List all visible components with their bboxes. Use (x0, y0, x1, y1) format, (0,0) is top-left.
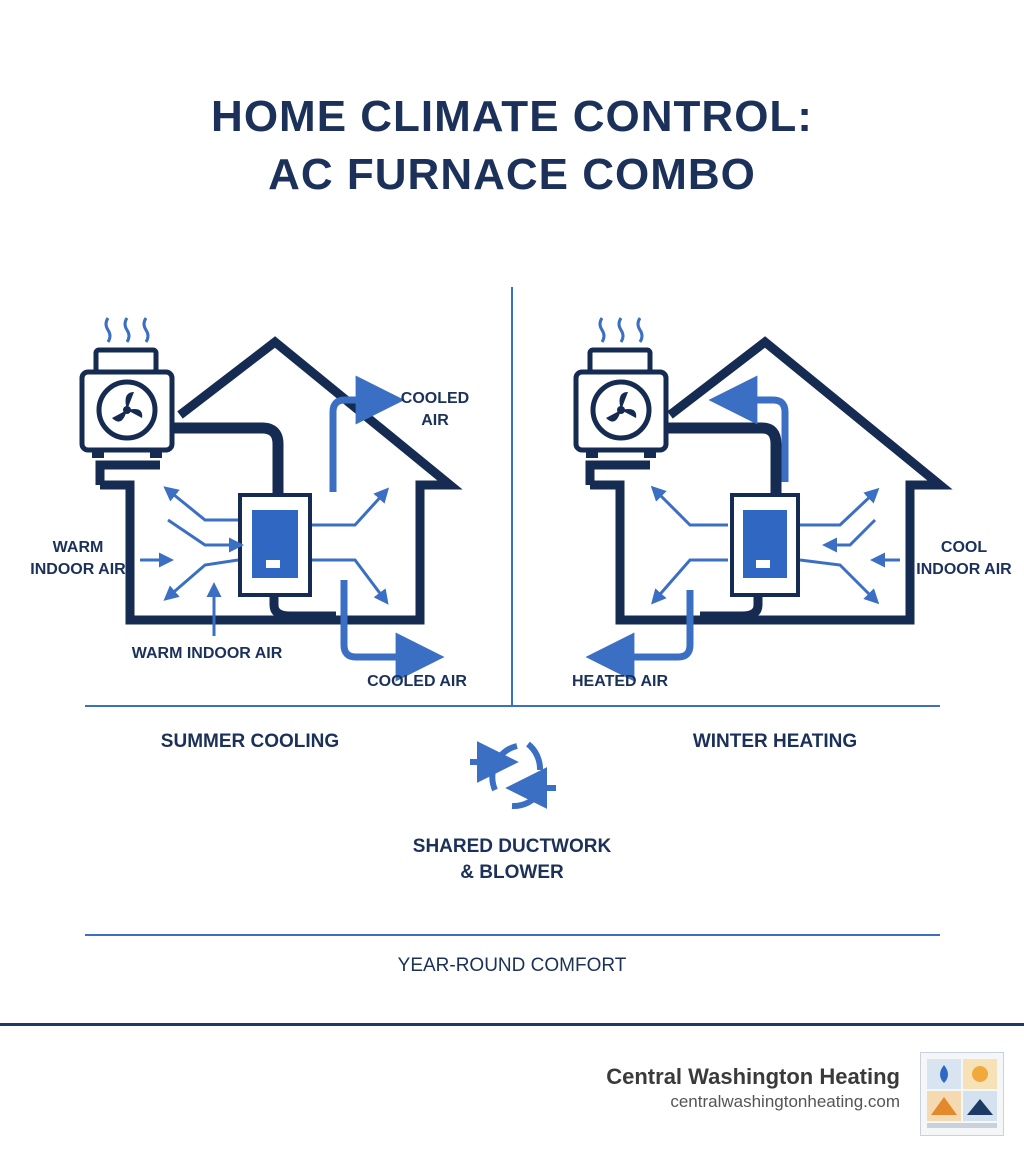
right-outdoor-unit (573, 317, 669, 458)
label-heated-air: HEATED AIR (572, 673, 668, 690)
left-airflow-arrows (140, 486, 390, 636)
title-line-2: AC FURNACE COMBO (268, 150, 756, 199)
brand-url[interactable]: centralwashingtonheating.com (670, 1092, 900, 1111)
label-year-round-comfort: YEAR-ROUND COMFORT (397, 955, 627, 976)
shared-ductwork-icon (470, 741, 556, 810)
right-heated-air-ducts (585, 375, 789, 682)
label-cooled-air-top: COOLED AIR (400, 390, 470, 429)
left-refrigerant-line (172, 422, 284, 495)
right-airflow-arrows (650, 485, 900, 605)
company-logo (920, 1052, 1004, 1136)
page-title: HOME CLIMATE CONTROL: AC FURNACE COMBO (0, 88, 1024, 204)
brand-name: Central Washington Heating (606, 1064, 900, 1089)
left-furnace (238, 493, 312, 597)
label-warm-indoor-air-bottom: WARM INDOOR AIR (131, 645, 283, 662)
logo-graphic (927, 1059, 997, 1128)
left-cooled-air-ducts (329, 375, 445, 682)
section-summer-cooling: SUMMER COOLING (160, 731, 340, 752)
label-cool-indoor-air: COOL INDOOR AIR (916, 539, 1012, 578)
section-winter-heating: WINTER HEATING (692, 731, 858, 752)
right-furnace (730, 493, 800, 597)
left-house (95, 336, 463, 625)
left-outdoor-unit (79, 317, 175, 458)
right-refrigerant-line (662, 422, 782, 495)
label-shared-ductwork: SHARED DUCTWORK & BLOWER (412, 836, 612, 883)
brand-block: Central Washington Heating centralwashin… (606, 1064, 900, 1112)
right-house (585, 336, 953, 625)
label-warm-indoor-air-side: WARM INDOOR AIR (30, 539, 126, 578)
title-line-1: HOME CLIMATE CONTROL: (211, 92, 813, 141)
footer-divider (0, 1023, 1024, 1026)
label-cooled-air-bottom: COOLED AIR (367, 673, 467, 690)
